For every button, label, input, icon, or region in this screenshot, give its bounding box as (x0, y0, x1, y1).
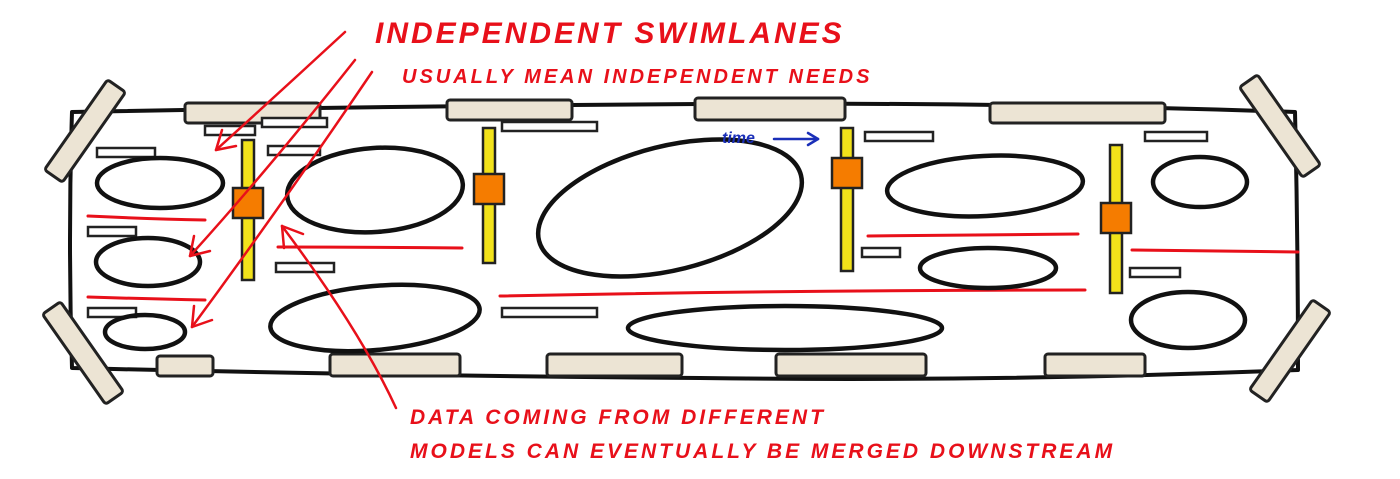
context-blob (1128, 289, 1248, 351)
label-box (1143, 130, 1209, 143)
label-boxes (86, 116, 1209, 319)
tape (1249, 299, 1331, 403)
label-box (863, 130, 935, 143)
time-label: time (722, 130, 755, 147)
context-blob (535, 137, 805, 279)
pole-handle (472, 172, 506, 206)
annotation-bottom-line2: MODELS CAN EVENTUALLY BE MERGED DOWNSTRE… (410, 440, 1115, 463)
annotation-text: INDEPENDENT SWIMLANES USUALLY MEAN INDEP… (375, 17, 1115, 463)
context-blob (268, 282, 482, 354)
context-blob (1150, 154, 1250, 210)
label-box (266, 144, 322, 157)
annotation-top-line1: INDEPENDENT SWIMLANES (375, 17, 845, 50)
tape (44, 79, 126, 183)
tape (328, 352, 462, 378)
tape (445, 98, 574, 122)
label-box (274, 261, 336, 274)
red-arrow-icon (280, 224, 398, 410)
lane-divider (866, 232, 1080, 238)
annotation-arrows (188, 30, 398, 410)
context-blob (102, 312, 188, 352)
tapes-top (183, 96, 1167, 125)
blue-arrow-icon (772, 131, 820, 147)
contexts (93, 137, 1250, 354)
tape (988, 101, 1167, 125)
context-blob (884, 153, 1086, 219)
lane-divider (498, 288, 1087, 298)
tape (1043, 352, 1147, 378)
tape (155, 354, 215, 378)
annotation-top-line2: USUALLY MEAN INDEPENDENT NEEDS (402, 66, 872, 88)
context-blob (917, 245, 1059, 291)
label-box (95, 146, 157, 159)
context-blob (625, 303, 945, 353)
tapes-corner (42, 74, 1331, 405)
lane-divider (1130, 248, 1300, 254)
label-box (86, 306, 138, 319)
red-arrow-icon (188, 58, 357, 258)
label-box (860, 246, 902, 259)
lane-divider (86, 214, 207, 222)
label-box (500, 306, 599, 319)
pole-handle (830, 156, 864, 190)
tape (1239, 74, 1321, 178)
label-box (203, 124, 257, 137)
red-arrow-icon (190, 70, 374, 329)
tapes-bottom (155, 352, 1147, 378)
tape (545, 352, 684, 378)
lane-divider (86, 295, 207, 302)
tape (693, 96, 847, 122)
label-box (260, 116, 329, 129)
context-blob (93, 235, 203, 289)
label-box (86, 225, 138, 238)
tape (42, 301, 124, 405)
annotation-bottom-line1: DATA COMING FROM DIFFERENT (410, 406, 826, 429)
pole (839, 126, 855, 273)
context-blob (94, 155, 226, 211)
tape (774, 352, 928, 378)
lane-divider (276, 245, 464, 250)
lane-dividers (86, 214, 1300, 302)
pole-handle (1099, 201, 1133, 235)
time-indicator: time (722, 130, 820, 147)
label-box (500, 120, 599, 133)
red-arrow-icon (214, 30, 347, 152)
label-box (1128, 266, 1182, 279)
